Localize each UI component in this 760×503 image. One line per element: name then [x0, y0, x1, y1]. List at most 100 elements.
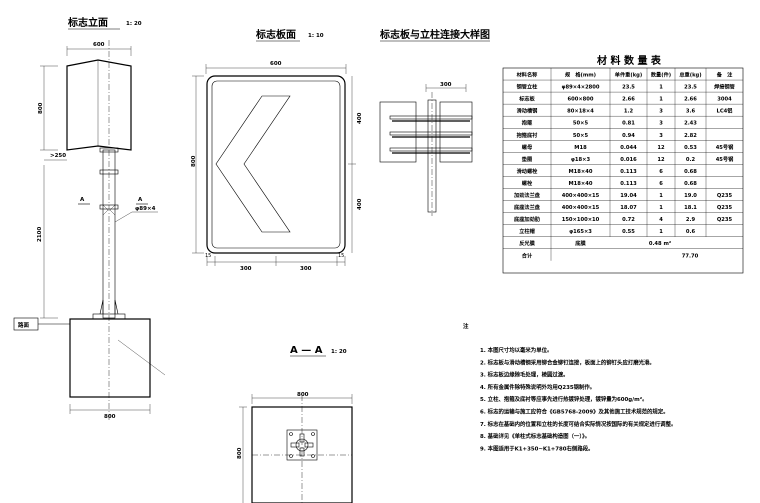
plate-view: 标志板面 1: 10 600 800 400 400 15 300 300 [191, 28, 363, 272]
table-cell: 400×400×15 [562, 193, 600, 199]
elevation-post-height-dim: 2100 [37, 227, 43, 242]
plate-width-dim: 600 [270, 61, 282, 67]
table-cell: 80×18×4 [567, 109, 594, 115]
chevron-arrow-icon [215, 95, 291, 233]
elevation-width-dim: 600 [93, 42, 105, 48]
table-cell: M18 [574, 145, 587, 151]
section-mark-left: A [80, 197, 85, 203]
note-item: 3. 标志板边缘除毛处理，棱圆过渡。 [480, 371, 569, 379]
plate-title: 标志板面 [255, 28, 296, 41]
section-top-dim: 800 [297, 392, 309, 398]
table-cell: 4 [659, 217, 663, 223]
table-cell: M18×40 [569, 181, 593, 187]
table-cell: Q235 [717, 205, 733, 211]
table-cell: 0.2 [686, 157, 696, 163]
table-cell: 45号钢 [716, 143, 734, 151]
table-cell: 2.9 [686, 217, 696, 223]
table-cell: 滑动螺栓 [517, 167, 539, 175]
note-item: 6. 标志的运输与施工应符合《GB5768-2009》及其他施工技术规范的规定。 [480, 408, 669, 416]
foundation-width-dim: 800 [104, 414, 116, 420]
materials-title: 材 料 数 量 表 [597, 54, 662, 67]
plate-right-top-dim: 400 [357, 112, 363, 124]
table-cell: 垫圈 [522, 155, 532, 163]
connection-dim: 300 [440, 82, 452, 88]
plate-edge-right-dim: 15 [338, 253, 344, 259]
plate-height-dim: 800 [191, 155, 197, 167]
table-cell: 0.53 [684, 145, 697, 151]
table-header-cell: 材料名称 [516, 71, 539, 79]
table-cell: 3 [659, 121, 663, 127]
table-cell: LC4铝 [717, 107, 733, 115]
table-cell: 1 [659, 205, 663, 211]
foundation-block [69, 318, 151, 398]
table-header-cell: 备 注 [716, 71, 733, 79]
table-cell: φ89×4×2800 [561, 85, 599, 91]
table-cell: 反光膜 [519, 239, 535, 247]
elevation-view: 标志立面 1: 20 600 800 >250 2100 [13, 16, 166, 420]
note-item: 4. 所有金属件除特殊说明外均用Q235钢制作。 [480, 383, 595, 391]
table-cell: 底座加劲肋 [514, 215, 540, 223]
table-cell: 1 [659, 229, 663, 235]
table-cell: 23.5 [622, 85, 635, 91]
table-cell: 0.68 [684, 169, 697, 175]
table-cell: 45号钢 [716, 155, 734, 163]
note-item: 1. 本图尺寸均以毫米为单位。 [480, 346, 552, 354]
table-cell: 1 [659, 97, 663, 103]
table-cell: 50×5 [573, 133, 589, 139]
elevation-scale: 1: 20 [126, 21, 142, 27]
note-item: 2. 标志板与滑动槽钢采用铆合金铆钉连接，板面上的铆钉头应打磨光滑。 [480, 358, 655, 366]
note-item: 9. 本图适用于K1+350~K1+780右侧路段。 [480, 444, 594, 452]
table-cell: 滑动槽钢 [517, 107, 538, 115]
table-cell: 1.2 [624, 109, 634, 115]
table-cell: 0.94 [622, 133, 635, 139]
table-cell: 0.113 [620, 181, 637, 187]
table-cell: 600×800 [567, 97, 593, 103]
section-mark-right: A [138, 197, 143, 203]
table-cell: M18×40 [569, 169, 593, 175]
ground-label: 路面 [18, 321, 30, 329]
table-cell: 1 [659, 193, 663, 199]
table-cell: 12 [657, 157, 665, 163]
table-cell: 19.0 [684, 193, 697, 199]
table-header-cell: 总重(kg) [679, 71, 701, 79]
plate-edge-left-dim: 15 [205, 253, 211, 259]
table-cell: 标志板 [518, 95, 535, 103]
elevation-height-dim: 800 [38, 102, 44, 114]
pipe-label: φ89×4 [135, 206, 156, 212]
table-cell: 0.6 [686, 229, 696, 235]
table-cell: 77.70 [682, 253, 699, 259]
table-cell: 底膜 [575, 239, 586, 247]
sign-plate-side [66, 59, 132, 151]
table-header-cell: 数量(件) [651, 71, 671, 79]
table-cell: 0.016 [620, 157, 637, 163]
section-scale: 1: 20 [331, 349, 347, 355]
table-cell: 23.5 [684, 85, 697, 91]
section-view: A — A 1: 20 800 800 [237, 345, 353, 503]
table-cell: 0.68 [684, 181, 697, 187]
plate-half-left-dim: 300 [240, 266, 252, 272]
connection-title: 标志板与立柱连接大样图 [379, 28, 490, 41]
note-item: 7. 标志在基础内的位置和立柱的长度可结合实际情况按国际的有关规定进行调整。 [480, 420, 676, 428]
table-cell: 3 [659, 109, 663, 115]
table-cell: 0.55 [622, 229, 635, 235]
table-cell: 6 [659, 169, 663, 175]
table-header-cell: 单件重(kg) [615, 71, 642, 79]
elevation-title: 标志立面 [67, 16, 108, 29]
table-cell: 钢管立柱 [517, 83, 539, 91]
table-cell: 0.48 m² [649, 241, 671, 247]
table-cell: 3004 [717, 97, 732, 103]
table-cell: 加劲法兰盘 [513, 191, 541, 199]
table-cell: 螺栓 [522, 179, 533, 187]
table-cell: 12 [657, 145, 665, 151]
section-title: A — A [290, 345, 323, 356]
table-cell: 抱箍 [521, 119, 533, 127]
table-cell: 150×100×10 [562, 217, 600, 223]
materials-table: 材 料 数 量 表 材料名称规 格(mm)单件重(kg)数量(件)总重(kg)备… [502, 54, 744, 274]
table-cell: 抱箍底衬 [516, 131, 539, 139]
table-cell: 0.044 [620, 145, 637, 151]
plate-scale: 1: 10 [308, 33, 324, 39]
table-cell: 焊接钢管 [714, 83, 735, 91]
plate-right-bottom-dim: 400 [357, 198, 363, 210]
channel-rails [389, 115, 473, 154]
plate-half-right-dim: 300 [300, 266, 312, 272]
